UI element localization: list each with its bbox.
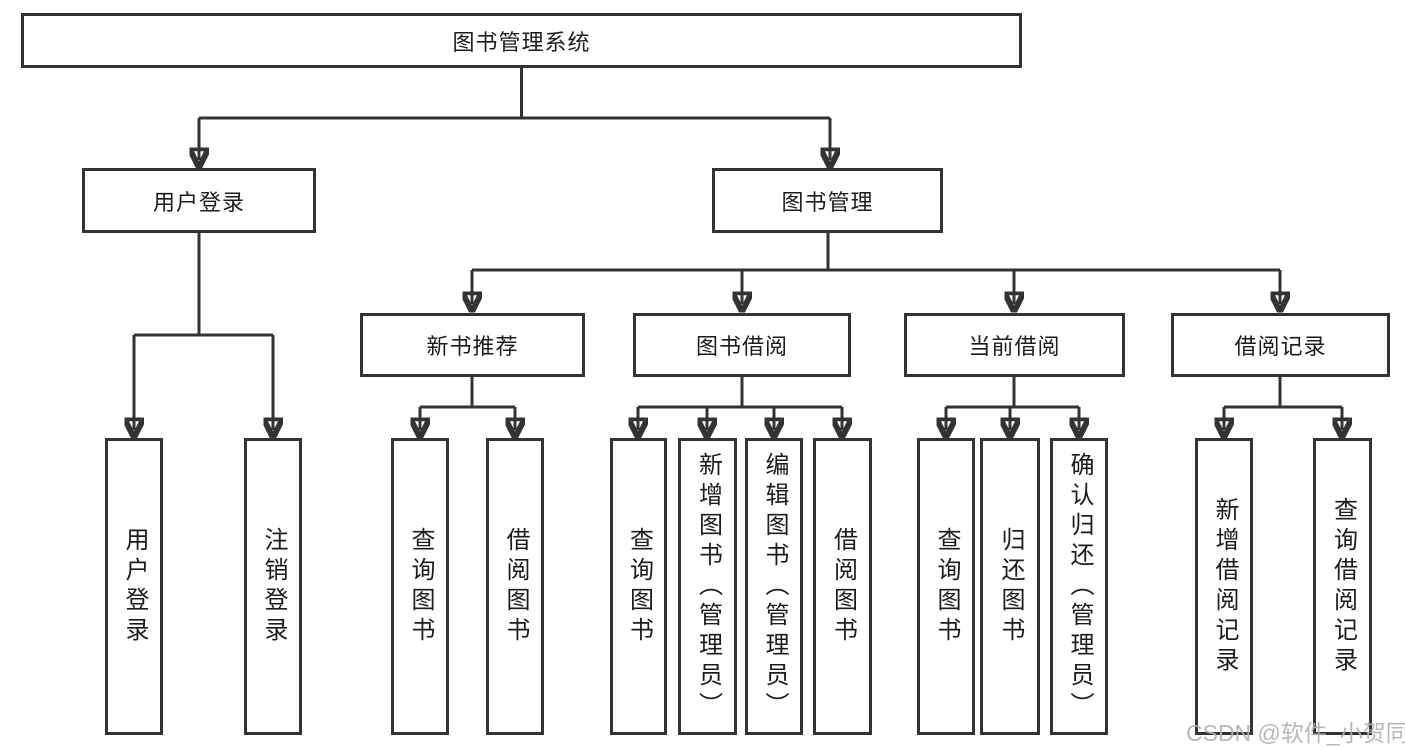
node-root-system: 图书管理系统 [21, 13, 1022, 68]
node-current-borrowing: 当前借阅 [904, 313, 1125, 377]
leaf-bb-borrow-books: 借阅图书 [813, 438, 872, 735]
node-borrow-records: 借阅记录 [1171, 313, 1390, 377]
leaf-user-login: 用户登录 [105, 438, 163, 735]
leaf-cb-query-books: 查询图书 [917, 438, 975, 735]
leaf-nb-borrow-books: 借阅图书 [486, 438, 544, 735]
leaf-bb-add-books-admin: 新增图书（管理员） [678, 438, 737, 735]
leaf-br-add-record: 新增借阅记录 [1195, 438, 1253, 735]
leaf-nb-query-books: 查询图书 [391, 438, 449, 735]
leaf-bb-query-books: 查询图书 [610, 438, 667, 735]
leaf-br-query-record: 查询借阅记录 [1313, 438, 1372, 735]
node-new-book-recommendation: 新书推荐 [360, 313, 585, 377]
csdn-watermark: CSDN @软件_小贺同学 [1186, 720, 1405, 746]
leaf-cb-return-books: 归还图书 [980, 438, 1040, 735]
node-book-borrowing: 图书借阅 [633, 313, 851, 377]
node-book-management: 图书管理 [712, 168, 943, 233]
leaf-bb-edit-books-admin: 编辑图书（管理员） [745, 438, 803, 735]
node-user-login: 用户登录 [82, 168, 316, 233]
leaf-cb-confirm-return-admin: 确认归还（管理员） [1050, 438, 1108, 735]
leaf-logout: 注销登录 [244, 438, 302, 735]
